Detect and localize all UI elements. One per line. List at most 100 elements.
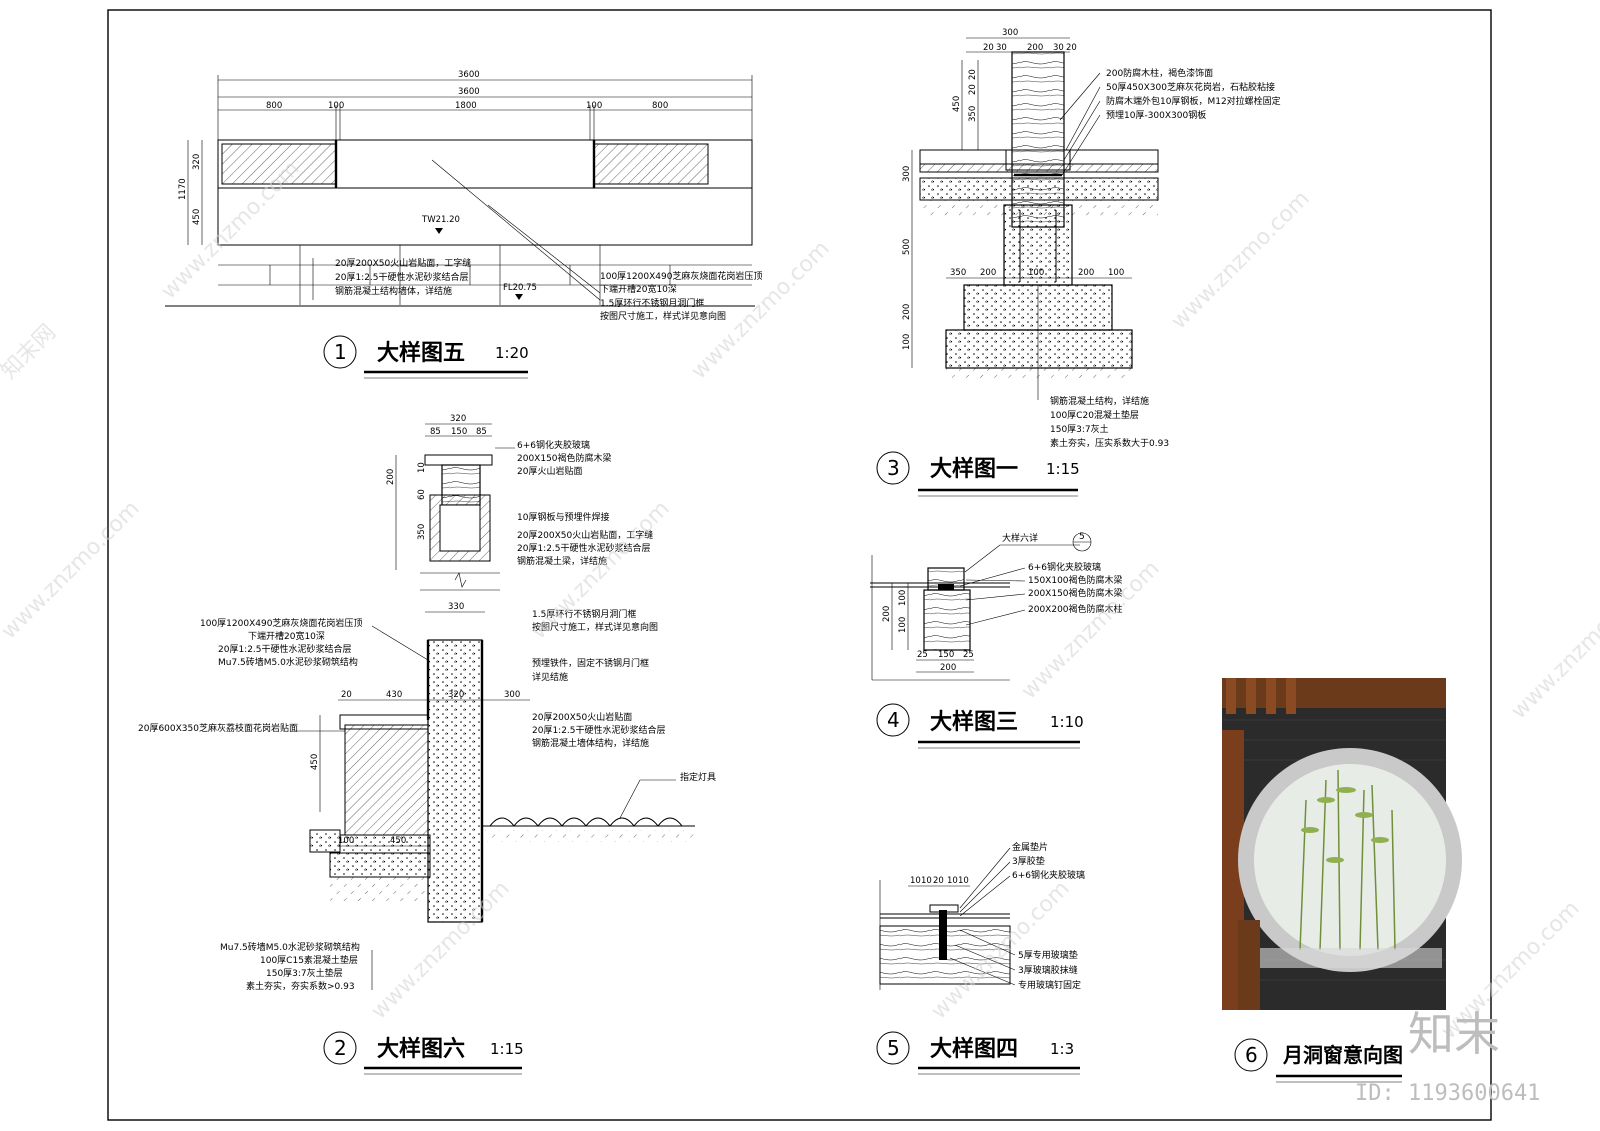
d2-dim-60: 60 (417, 489, 427, 500)
d3-dim-100b: 350 (950, 268, 966, 278)
d1-dim-800a: 800 (266, 101, 282, 111)
d4-dim-150: 150 (938, 650, 954, 660)
d3-dim-30a: 30 (996, 43, 1007, 53)
d5-note-3: 6+6钢化夹胶玻璃 (1012, 869, 1085, 881)
d2-dim-330: 330 (448, 602, 464, 612)
d1-note-7: 按图尺寸施工，样式详见意向图 (600, 310, 726, 322)
d2-rnote-3: 20厚火山岩贴面 (517, 465, 582, 477)
d4-dim-200: 200 (882, 606, 892, 622)
d2-rnote-7: 钢筋混凝土梁，详结施 (517, 555, 607, 567)
d3-dim-200: 200 (1027, 43, 1043, 53)
d2-lnote-9: 素土夯实，夯实系数>0.93 (246, 980, 355, 992)
d5-note-2: 3厚胶垫 (1012, 855, 1045, 867)
d1-note-1: 20厚200X50火山岩贴面，工字缝 (335, 257, 471, 269)
d2-dim-320b: 320 (448, 690, 464, 700)
d2-lnote-3: 20厚1:2.5干硬性水泥砂浆结合层 (218, 643, 352, 655)
d2-dim-10: 10 (417, 462, 427, 473)
d3-scale: 1:15 (1046, 460, 1080, 478)
d5-note-4: 5厚专用玻璃垫 (1018, 949, 1078, 961)
d3-dim-20a: 20 (983, 43, 994, 53)
d3-dim-200b: 200 (902, 304, 912, 320)
d2-rnote-14: 钢筋混凝土墙体结构，详结施 (532, 737, 649, 749)
d1-dim-320: 320 (192, 154, 202, 170)
d3-note-4: 预埋10厚-300X300钢板 (1106, 109, 1206, 121)
d3-dim-20d: 20 (968, 84, 978, 95)
detail-2-section: 320 85 150 85 200 10 60 350 330 (138, 414, 716, 1075)
d5-note-5: 3厚玻璃胶抹缝 (1018, 964, 1078, 976)
d3-dim-450: 450 (952, 96, 962, 112)
d1-level-tw: TW21.20 (421, 215, 460, 225)
d1-note-6: 1.5厚环行不锈钢月洞门框 (600, 297, 704, 309)
d4-note-3: 200X150褐色防腐木梁 (1028, 587, 1123, 599)
d2-rnote-10: 预埋铁件，固定不锈钢月门框 (532, 657, 649, 669)
d4-note-1: 6+6钢化夹胶玻璃 (1028, 561, 1101, 573)
d5-number: 5 (887, 1036, 900, 1060)
d1-number: 1 (334, 340, 347, 364)
d1-dim-total: 3600 (458, 70, 480, 80)
d2-title: 大样图六 (377, 1036, 465, 1062)
d3-dim-300: 300 (1002, 28, 1018, 38)
d3-note-5: 钢筋混凝土结构，详结施 (1050, 395, 1149, 407)
d1-note-5: 下端开槽20宽10深 (600, 283, 677, 295)
d3-dim-100c: 100 (1108, 268, 1124, 278)
d3-note-7: 150厚3:7灰土 (1050, 423, 1109, 435)
d2-rnote-15: 指定灯具 (680, 771, 716, 783)
d4-callout-label: 大样六详 (1002, 532, 1038, 544)
watermark-site-10: www.znzmo.com (0, 496, 145, 644)
d3-dim-350: 350 (968, 106, 978, 122)
d1-dim-450: 450 (192, 209, 202, 225)
d2-dim-350: 350 (417, 524, 427, 540)
d3-note-8: 素土夯实，压实系数大于0.93 (1050, 437, 1169, 449)
d1-note-2: 20厚1:2.5干硬性水泥砂浆结合层 (335, 271, 469, 283)
d2-rnote-2: 200X150褐色防腐木梁 (517, 452, 612, 464)
d1-scale: 1:20 (495, 344, 529, 362)
d2-scale: 1:15 (490, 1040, 524, 1058)
d3-dim-200d: 200 (1078, 268, 1094, 278)
d2-lnote-1: 100厚1200X490芝麻灰烧面花岗岩压顶 (200, 617, 362, 629)
d2-dim-200: 200 (386, 469, 396, 485)
d5-dim-20: 20 (933, 876, 944, 886)
d2-dim-100: 100 (338, 836, 354, 846)
d2-dim-20: 20 (341, 690, 352, 700)
d6-number: 6 (1245, 1043, 1258, 1067)
moon-window-photo: 6 月洞窗意向图 (1222, 678, 1462, 1083)
d4-note-4: 200X200褐色防腐木柱 (1028, 603, 1123, 615)
d2-lnote-2: 下端开槽20宽10深 (248, 630, 325, 642)
d2-dim-300: 300 (504, 690, 520, 700)
d1-level-fl: FL20.75 (503, 283, 537, 293)
detail-1-elevation: 3600 3600 800 100 1800 100 800 320 1170 … (165, 70, 762, 379)
d4-title: 大样图三 (930, 709, 1018, 735)
d3-dim-350b: 100 (1028, 268, 1044, 278)
d1-dim-1800: 1800 (455, 101, 477, 111)
d2-dim-85a: 85 (430, 427, 441, 437)
d2-dim-150: 150 (451, 427, 467, 437)
d2-dim-430: 430 (386, 690, 402, 700)
d5-note-1: 金属垫片 (1012, 841, 1048, 853)
d5-scale: 1:3 (1050, 1040, 1074, 1058)
d4-note-2: 150X100褐色防腐木梁 (1028, 574, 1123, 586)
d2-rnote-12: 20厚200X50火山岩贴面 (532, 711, 632, 723)
d2-dim-450b: 450 (390, 836, 406, 846)
d4-dim-100b: 100 (898, 617, 908, 633)
d5-dim-10d: 10 (958, 876, 969, 886)
d3-dim-500: 500 (902, 239, 912, 255)
d2-lnote-8: 150厚3:7灰土垫层 (266, 967, 343, 979)
watermark-site-2: www.znzmo.com (687, 236, 835, 384)
d2-lnote-7: 100厚C15素混凝土垫层 (260, 954, 358, 966)
d6-title: 月洞窗意向图 (1282, 1043, 1403, 1067)
d4-scale: 1:10 (1050, 713, 1084, 731)
d4-dim-25b: 25 (963, 650, 974, 660)
d5-note-6: 专用玻璃钉固定 (1018, 979, 1081, 991)
d5-dim-10b: 10 (921, 876, 932, 886)
d1-dim-total-2: 3600 (458, 87, 480, 97)
d1-dim-100a: 100 (328, 101, 344, 111)
sheet-border (107, 9, 1492, 1121)
d2-dim-85b: 85 (476, 427, 487, 437)
d3-dim-100a: 100 (902, 334, 912, 350)
watermark-id: ID: 1193600641 (1355, 1081, 1540, 1106)
watermark-brand: 知末 (1408, 1007, 1500, 1061)
d5-dim-10a: 10 (910, 876, 921, 886)
d3-number: 3 (887, 456, 900, 480)
d3-dim-300b: 300 (902, 166, 912, 182)
